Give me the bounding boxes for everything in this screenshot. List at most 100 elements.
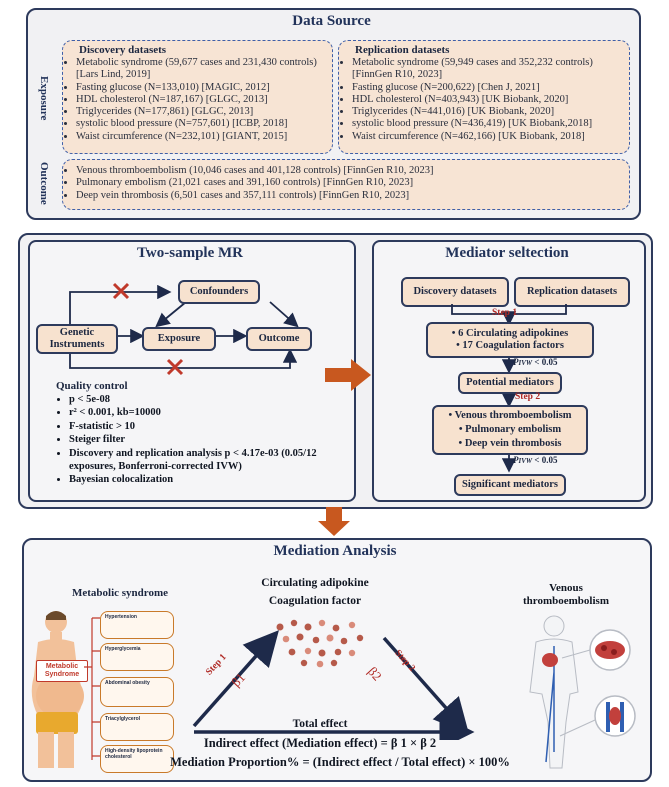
candidate-adipokines: • 6 Circulating adipokines xyxy=(451,327,569,339)
exposure-axis-label: Exposure xyxy=(38,76,50,121)
list-item: Bayesian colocalization xyxy=(69,473,346,486)
p-symbol: P xyxy=(513,455,519,465)
card-label: Triacylglycerol xyxy=(105,716,141,722)
mediation-proportion-formula: Mediation Proportion% = (Indirect effect… xyxy=(170,755,510,769)
blocked-path-cross-top xyxy=(112,282,130,300)
list-item: Waist circumference (N=462,166) [UK Biob… xyxy=(352,131,629,143)
component-card-hyperglycemia: Hyperglycemia xyxy=(100,643,174,671)
list-item: Metabolic syndrome (59,949 cases and 352… xyxy=(352,57,629,82)
outcome-datasets-box: Venous thromboembolism (10,046 cases and… xyxy=(62,159,630,210)
component-card-hypertension: Hypertension xyxy=(100,611,174,639)
beta2-arrow xyxy=(382,636,469,734)
data-source-title: Data Source xyxy=(292,13,371,29)
exposure-node: Exposure xyxy=(142,327,216,351)
metabolic-syndrome-badge: Metabolic Syndrome xyxy=(36,660,88,682)
component-card-hdl: High-density lipoprotein cholesterol xyxy=(100,745,174,773)
mediator-discovery-node: Discovery datasets xyxy=(401,277,509,307)
blocked-path-cross-bottom xyxy=(166,358,184,376)
p-subscript: IVW xyxy=(518,359,533,367)
indirect-effect-formula: Indirect effect (Mediation effect) = β 1… xyxy=(203,736,437,750)
replication-datasets-box: Replication datasets Metabolic syndrome … xyxy=(338,40,630,154)
confounder-to-exposure-arrow xyxy=(155,301,187,328)
outcome-label: Deep vein thrombosis xyxy=(464,438,562,449)
potential-mediators-node: Potential mediators xyxy=(458,372,562,394)
list-item: Pulmonary embolism (21,021 cases and 391… xyxy=(76,177,629,189)
list-item: HDL cholesterol (N=187,167) [GLGC, 2013] xyxy=(76,94,332,106)
list-item: Discovery and replication analysis p < 4… xyxy=(69,447,346,474)
outcome-axis-label: Outcome xyxy=(38,162,50,205)
component-card-triacylglycerol: Triacylglycerol xyxy=(100,713,174,741)
list-item: Fasting glucose (N=200,622) [Chen J, 202… xyxy=(352,82,629,94)
list-item: Waist circumference (N=232,101) [GIANT, … xyxy=(76,131,332,143)
list-item: Fasting glucose (N=133,010) [MAGIC, 2012… xyxy=(76,82,332,94)
list-item: p < 5e-08 xyxy=(69,393,346,406)
card-label: Abdominal obesity xyxy=(105,680,150,686)
instrument-to-confounder-path xyxy=(69,284,172,335)
p-value: < 0.05 xyxy=(534,357,558,367)
metabolic-syndrome-label: Metabolic syndrome xyxy=(71,587,169,599)
confounder-to-outcome-arrow xyxy=(269,301,299,328)
quality-control-title: Quality control xyxy=(56,380,128,392)
list-item: systolic blood pressure (N=436,419) [UK … xyxy=(352,118,629,130)
candidate-label: 17 Coagulation factors xyxy=(462,340,564,351)
two-sample-mr-title: Two-sample MR xyxy=(137,245,243,261)
mediator-label-line2: Coagulation factor xyxy=(268,595,362,607)
step-2-label: Step 2 xyxy=(515,392,541,402)
total-effect-label: Total effect xyxy=(292,718,348,730)
mediator-selection-title: Mediator seltection xyxy=(445,245,569,261)
list-item: Venous thromboembolism (10,046 cases and… xyxy=(76,165,629,177)
list-item: Triglycerides (N=441,016) [UK Biobank, 2… xyxy=(352,106,629,118)
vte-body-illustration xyxy=(529,615,636,769)
genetic-instruments-node: Genetic Instruments xyxy=(36,324,118,354)
outcome-list-node: • Venous thromboembolism • Pulmonary emb… xyxy=(432,405,588,455)
candidate-mediators-node: • 6 Circulating adipokines • 17 Coagulat… xyxy=(426,322,594,358)
mediator-label-line1: Circulating adipokine xyxy=(261,577,369,589)
discovery-datasets-title: Discovery datasets xyxy=(79,44,167,56)
outcome-vte: • Venous thromboembolism xyxy=(448,410,572,421)
outcome-dvt: • Deep vein thrombosis xyxy=(458,438,562,449)
instrument-to-outcome-path xyxy=(69,348,298,369)
component-card-abdominal-obesity: Abdominal obesity xyxy=(100,677,174,707)
p-value: < 0.05 xyxy=(534,455,558,465)
mediator-replication-node: Replication datasets xyxy=(514,277,630,307)
outcome-list: Venous thromboembolism (10,046 cases and… xyxy=(63,165,629,202)
list-item: HDL cholesterol (N=403,943) [UK Biobank,… xyxy=(352,94,629,106)
replication-list: Metabolic syndrome (59,949 cases and 352… xyxy=(339,57,629,143)
p-ivw-threshold-2: PIVW < 0.05 xyxy=(513,455,558,465)
outcome-node: Outcome xyxy=(246,327,312,351)
badge-connector-lines xyxy=(84,617,100,760)
card-label: Hypertension xyxy=(105,614,137,620)
list-item: F-statistic > 10 xyxy=(69,420,346,433)
list-item: r² < 0.001, kb=10000 xyxy=(69,406,346,419)
mediation-triangle-arrows xyxy=(192,630,475,740)
flow-arrow-right-icon xyxy=(325,359,371,391)
list-item: Metabolic syndrome (59,677 cases and 231… xyxy=(76,57,332,82)
outcome-label: Pulmonary embolism xyxy=(465,424,562,435)
list-item: Steiger filter xyxy=(69,433,346,446)
mediator-dots-cluster xyxy=(276,619,364,668)
candidate-coagulation: • 17 Coagulation factors xyxy=(456,340,564,351)
outcome-pe: • Pulmonary embolism xyxy=(458,424,562,435)
significant-mediators-node: Significant mediators xyxy=(454,474,566,496)
outcome-label-right: Venous thromboembolism xyxy=(523,582,609,607)
discovery-datasets-box: Discovery datasets Metabolic syndrome (5… xyxy=(62,40,333,154)
quality-control-section: Quality control p < 5e-08 r² < 0.001, kb… xyxy=(56,380,346,487)
mediation-title: Mediation Analysis xyxy=(273,543,397,559)
card-label: High-density lipoprotein cholesterol xyxy=(105,748,163,760)
list-item: Deep vein thrombosis (6,501 cases and 35… xyxy=(76,190,629,202)
mr-diagram-arrows xyxy=(69,282,299,376)
candidate-label: 6 Circulating adipokines xyxy=(458,327,569,339)
step-1-label: Step 1 xyxy=(492,308,518,318)
flow-arrow-down-icon xyxy=(318,507,350,536)
replication-datasets-title: Replication datasets xyxy=(355,44,450,56)
outcome-label: Venous thromboembolism xyxy=(454,410,572,421)
mediator-flow-lines xyxy=(451,304,567,473)
list-item: systolic blood pressure (N=757,601) [ICB… xyxy=(76,118,332,130)
p-subscript: IVW xyxy=(518,457,533,465)
p-symbol: P xyxy=(513,357,519,367)
quality-control-list: p < 5e-08 r² < 0.001, kb=10000 F-statist… xyxy=(56,393,346,487)
beta1-arrow xyxy=(192,630,279,728)
card-label: Hyperglycemia xyxy=(105,646,141,652)
p-ivw-threshold-1: PIVW < 0.05 xyxy=(513,357,558,367)
confounders-node: Confounders xyxy=(178,280,260,304)
